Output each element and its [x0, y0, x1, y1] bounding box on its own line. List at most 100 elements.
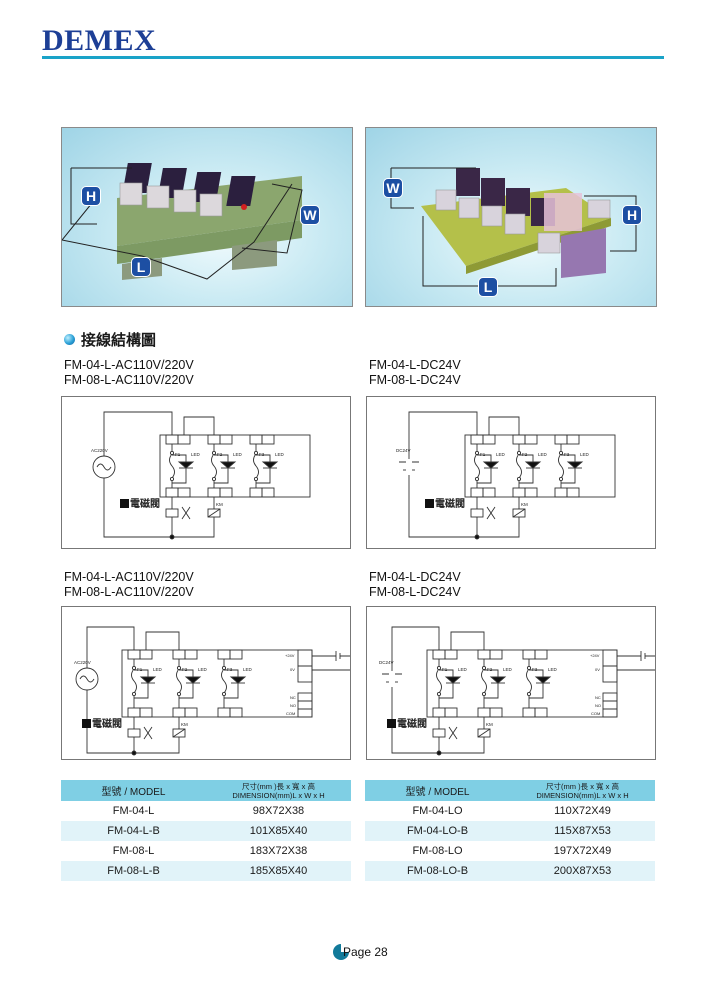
- terminal-com: [297, 708, 313, 718]
- model-cell: FM-04-L-B: [61, 821, 206, 841]
- fuse-terminal: [221, 665, 227, 671]
- terminal-nc: [602, 692, 618, 702]
- led-icon: [261, 461, 279, 469]
- source-label: AC220V: [74, 660, 91, 665]
- fuse-terminal: [253, 476, 259, 482]
- terminal-0v: [297, 665, 313, 683]
- height-badge: H: [81, 186, 101, 206]
- fuse-terminal: [558, 476, 564, 482]
- terminal-top: [477, 649, 491, 660]
- fuse-terminal: [474, 476, 480, 482]
- led-label: LED: [243, 667, 253, 672]
- terminal-bottom: [261, 487, 275, 498]
- terminal-top: [229, 649, 243, 660]
- fuse-icon: [169, 453, 175, 479]
- fuse-label: F3: [259, 452, 265, 457]
- led-branch: [519, 454, 534, 484]
- led-icon: [566, 461, 584, 469]
- width-badge: W: [383, 178, 403, 198]
- fuse-icon: [474, 453, 480, 479]
- fuse-icon: [558, 453, 564, 479]
- zero-v-label: 0V: [290, 667, 295, 672]
- supply-wire: [86, 626, 135, 754]
- diagram-caption-3: FM-04-L-AC110V/220V FM-08-L-AC110V/220V: [64, 570, 194, 600]
- km-label: KM: [521, 502, 528, 507]
- length-badge: L: [131, 257, 151, 277]
- valve-symbol-icon: [486, 506, 496, 520]
- header-rule: [42, 56, 664, 59]
- valve-symbol-icon: [143, 726, 153, 740]
- dimension-cell: 200X87X53: [510, 861, 655, 881]
- fuse-icon: [253, 453, 259, 479]
- led-label: LED: [580, 452, 590, 457]
- terminal-bottom: [219, 487, 233, 498]
- led-label: LED: [275, 452, 285, 457]
- fuse-terminal: [526, 691, 532, 697]
- led-icon: [229, 676, 247, 684]
- fuse-terminal: [481, 691, 487, 697]
- fuse-label: F3: [564, 452, 570, 457]
- dimension-cell: 101X85X40: [206, 821, 351, 841]
- led-icon: [184, 676, 202, 684]
- valve-coil-icon: [470, 508, 484, 518]
- terminal-top: [177, 434, 191, 445]
- junction-dot: [474, 534, 480, 540]
- circuit-lines: [382, 626, 655, 756]
- valve-marker-icon: [82, 719, 91, 728]
- dimension-header-zh: 尺寸(mm )長 x 寬 x 高: [242, 781, 315, 791]
- caption-line: FM-04-L-DC24V: [369, 570, 461, 584]
- jumper-wire: [488, 416, 520, 435]
- supply-wire: [391, 626, 440, 754]
- fuse-label: F2: [522, 452, 528, 457]
- terminal-com: [602, 708, 618, 718]
- model-cell: FM-08-L: [112, 845, 155, 857]
- model-cell: FM-08-LO-B: [365, 861, 510, 881]
- jumper-wire: [450, 631, 485, 650]
- terminal-bottom: [177, 487, 191, 498]
- dimension-header-en: DIMENSION(mm)L x W x H: [536, 790, 629, 800]
- led-branch: [179, 669, 194, 699]
- terminal-0v: [602, 665, 618, 683]
- terminal-bottom: [249, 487, 263, 498]
- caption-line: FM-08-L-AC110V/220V: [64, 585, 194, 599]
- fuse-label: F3: [532, 667, 538, 672]
- terminal-top: [249, 434, 263, 445]
- junction-dot: [169, 534, 175, 540]
- terminal-bottom: [127, 707, 141, 718]
- terminal-bottom: [184, 707, 198, 718]
- fuse-label: F2: [182, 667, 188, 672]
- terminal-top: [522, 649, 536, 660]
- terminal-top: [482, 434, 496, 445]
- fuse-terminal: [176, 691, 182, 697]
- terminal-bottom: [489, 707, 503, 718]
- terminal-bottom: [554, 487, 568, 498]
- fuse-terminal: [131, 665, 137, 671]
- fuse-icon: [221, 668, 227, 694]
- terminal-top: [139, 649, 153, 660]
- led-icon: [177, 461, 195, 469]
- source-label: DC24V: [379, 660, 394, 665]
- section-title: 接線結構圖: [81, 332, 157, 349]
- dimension-cell: 185X85X40: [206, 861, 351, 881]
- dimension-table-l: 型號 / MODEL 尺寸(mm )長 x 寬 x 高 DIMENSION(mm…: [61, 780, 351, 881]
- led-label: LED: [538, 452, 548, 457]
- terminal-top: [207, 434, 221, 445]
- relay-board-photo-2: W H L: [365, 127, 657, 307]
- relay-board-outline: [426, 649, 618, 718]
- fuse-terminal: [558, 450, 564, 456]
- model-header: 型號 / MODEL: [61, 780, 206, 801]
- fuse-label: F3: [227, 667, 233, 672]
- model-cell: FM-04-LO-B: [365, 821, 510, 841]
- led-branch: [214, 454, 229, 484]
- led-icon: [219, 461, 237, 469]
- terminal-bottom: [566, 487, 580, 498]
- caption-line: FM-04-L-DC24V: [369, 358, 461, 372]
- fuse-terminal: [131, 691, 137, 697]
